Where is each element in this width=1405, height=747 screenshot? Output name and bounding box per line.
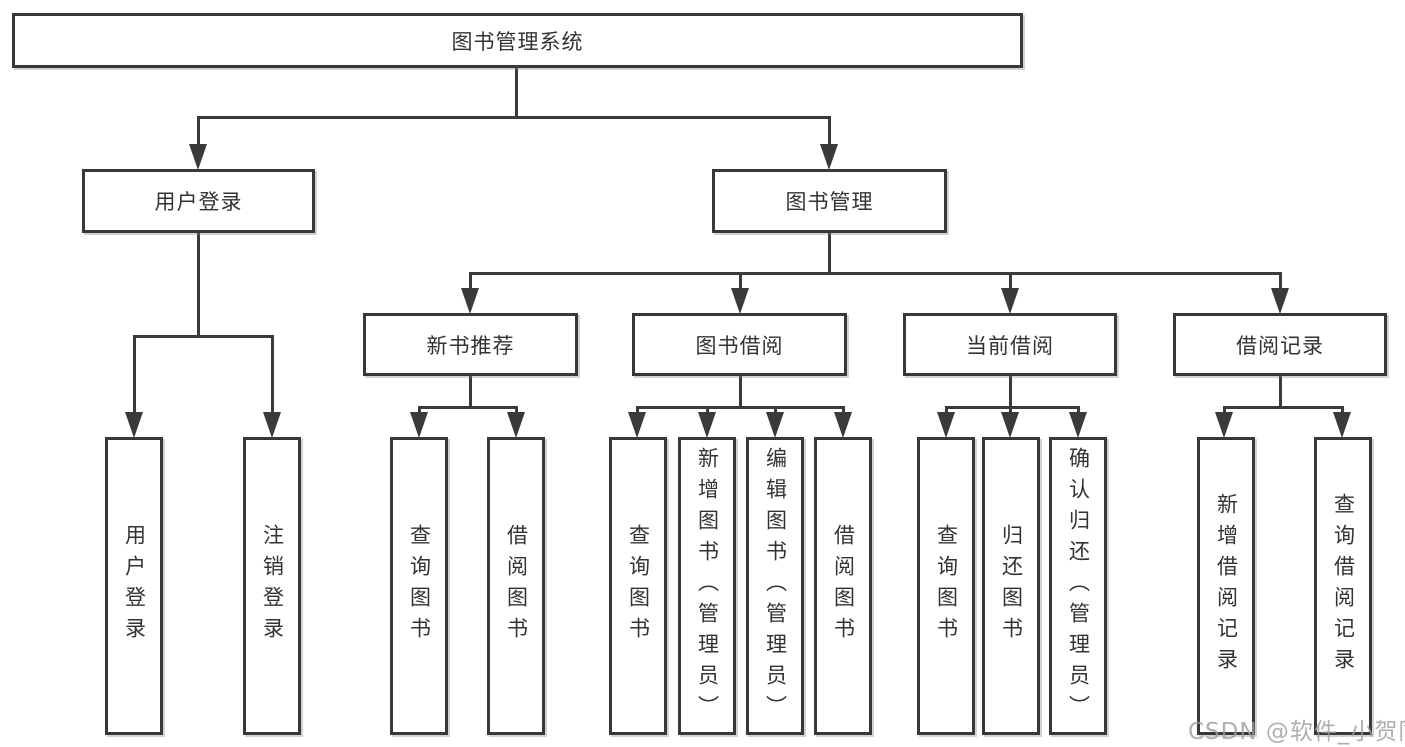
arrow-down-icon bbox=[1271, 288, 1289, 314]
node-label: 图书借阅 bbox=[695, 333, 784, 358]
connector-line bbox=[739, 272, 742, 290]
leaf-add-borrow-record: 新增借阅记录 bbox=[1197, 437, 1255, 735]
node-root-system: 图书管理系统 bbox=[12, 13, 1023, 68]
connector-line bbox=[133, 335, 274, 338]
node-book-management: 图书管理 bbox=[712, 169, 947, 233]
leaf-query-books-current: 查询图书 bbox=[917, 437, 975, 735]
connector-line bbox=[469, 375, 472, 409]
leaf-label: 用户登录 bbox=[122, 524, 147, 648]
leaf-label: 查询借阅记录 bbox=[1331, 493, 1356, 679]
connector-line bbox=[1223, 406, 1344, 409]
leaf-label: 借阅图书 bbox=[504, 524, 529, 648]
leaf-confirm-return-admin: 确认归还（管理员） bbox=[1049, 437, 1107, 735]
node-label: 图书管理系统 bbox=[451, 29, 584, 54]
arrow-down-icon bbox=[125, 412, 143, 438]
arrow-down-icon bbox=[937, 412, 955, 438]
leaf-borrow-books-recommend: 借阅图书 bbox=[487, 437, 545, 735]
connector-line bbox=[1279, 375, 1282, 409]
leaf-label: 注销登录 bbox=[260, 524, 285, 648]
connector-line bbox=[271, 335, 274, 413]
arrow-down-icon bbox=[263, 412, 281, 438]
connector-line bbox=[418, 406, 421, 416]
connector-line bbox=[133, 335, 136, 413]
arrow-down-icon bbox=[1069, 412, 1087, 438]
leaf-label: 归还图书 bbox=[999, 524, 1024, 648]
watermark: CSDN @软件_小贺同学 bbox=[1188, 719, 1405, 745]
connector-line bbox=[197, 116, 200, 146]
connector-line bbox=[1077, 406, 1080, 416]
arrow-down-icon bbox=[834, 412, 852, 438]
connector-line bbox=[1279, 272, 1282, 290]
node-current-borrowing: 当前借阅 bbox=[903, 313, 1117, 376]
connector-line bbox=[945, 406, 1080, 409]
leaf-label: 查询图书 bbox=[626, 524, 651, 648]
leaf-label: 新增借阅记录 bbox=[1214, 493, 1239, 679]
connector-line bbox=[515, 406, 518, 416]
node-new-book-recommend: 新书推荐 bbox=[363, 313, 578, 376]
node-label: 借阅记录 bbox=[1236, 333, 1324, 358]
leaf-query-borrow-record: 查询借阅记录 bbox=[1314, 437, 1372, 735]
leaf-label: 查询图书 bbox=[934, 524, 959, 648]
leaf-label: 借阅图书 bbox=[831, 524, 856, 648]
connector-line bbox=[1009, 406, 1012, 416]
node-user-login: 用户登录 bbox=[82, 169, 315, 233]
arrow-down-icon bbox=[1333, 412, 1351, 438]
arrow-down-icon bbox=[1001, 412, 1019, 438]
leaf-return-books: 归还图书 bbox=[982, 437, 1040, 735]
node-label: 用户登录 bbox=[154, 190, 243, 214]
leaf-borrow-books: 借阅图书 bbox=[814, 437, 872, 735]
arrow-down-icon bbox=[1215, 412, 1233, 438]
node-label: 当前借阅 bbox=[966, 333, 1054, 358]
arrow-down-icon bbox=[731, 288, 749, 314]
connector-line bbox=[1341, 406, 1344, 416]
connector-line bbox=[418, 406, 518, 409]
connector-line bbox=[1223, 406, 1226, 416]
leaf-label: 查询图书 bbox=[407, 524, 432, 648]
connector-line bbox=[828, 232, 831, 275]
arrow-down-icon bbox=[766, 412, 784, 438]
connector-line bbox=[1009, 272, 1012, 290]
arrow-down-icon bbox=[698, 412, 716, 438]
connector-line bbox=[945, 406, 948, 416]
arrow-down-icon bbox=[410, 412, 428, 438]
connector-line bbox=[828, 116, 831, 146]
node-label: 图书管理 bbox=[785, 190, 874, 214]
node-label: 新书推荐 bbox=[426, 333, 515, 358]
connector-line bbox=[774, 406, 777, 416]
connector-line bbox=[515, 67, 518, 118]
node-book-borrowing: 图书借阅 bbox=[632, 313, 847, 376]
leaf-label: 编辑图书（管理员） bbox=[763, 446, 788, 726]
arrow-down-icon bbox=[628, 412, 646, 438]
connector-line bbox=[1009, 375, 1012, 409]
leaf-label: 确认归还（管理员） bbox=[1066, 446, 1091, 726]
connector-line bbox=[469, 272, 1282, 275]
arrow-down-icon bbox=[1001, 288, 1019, 314]
connector-line bbox=[739, 375, 742, 409]
connector-line bbox=[636, 406, 639, 416]
arrow-down-icon bbox=[507, 412, 525, 438]
leaf-user-login: 用户登录 bbox=[105, 437, 163, 735]
leaf-logout: 注销登录 bbox=[243, 437, 301, 735]
node-borrow-records: 借阅记录 bbox=[1173, 313, 1387, 376]
leaf-label: 新增图书（管理员） bbox=[695, 446, 720, 726]
arrow-down-icon bbox=[820, 144, 838, 170]
connector-line bbox=[636, 406, 845, 409]
connector-line bbox=[197, 116, 831, 119]
leaf-edit-book-admin: 编辑图书（管理员） bbox=[746, 437, 804, 735]
arrow-down-icon bbox=[461, 288, 479, 314]
leaf-add-book-admin: 新增图书（管理员） bbox=[678, 437, 736, 735]
leaf-query-books-recommend: 查询图书 bbox=[390, 437, 448, 735]
leaf-query-books-borrow: 查询图书 bbox=[609, 437, 667, 735]
connector-line bbox=[469, 272, 472, 290]
connector-line bbox=[706, 406, 709, 416]
arrow-down-icon bbox=[189, 144, 207, 170]
connector-line bbox=[842, 406, 845, 416]
connector-line bbox=[197, 232, 200, 338]
